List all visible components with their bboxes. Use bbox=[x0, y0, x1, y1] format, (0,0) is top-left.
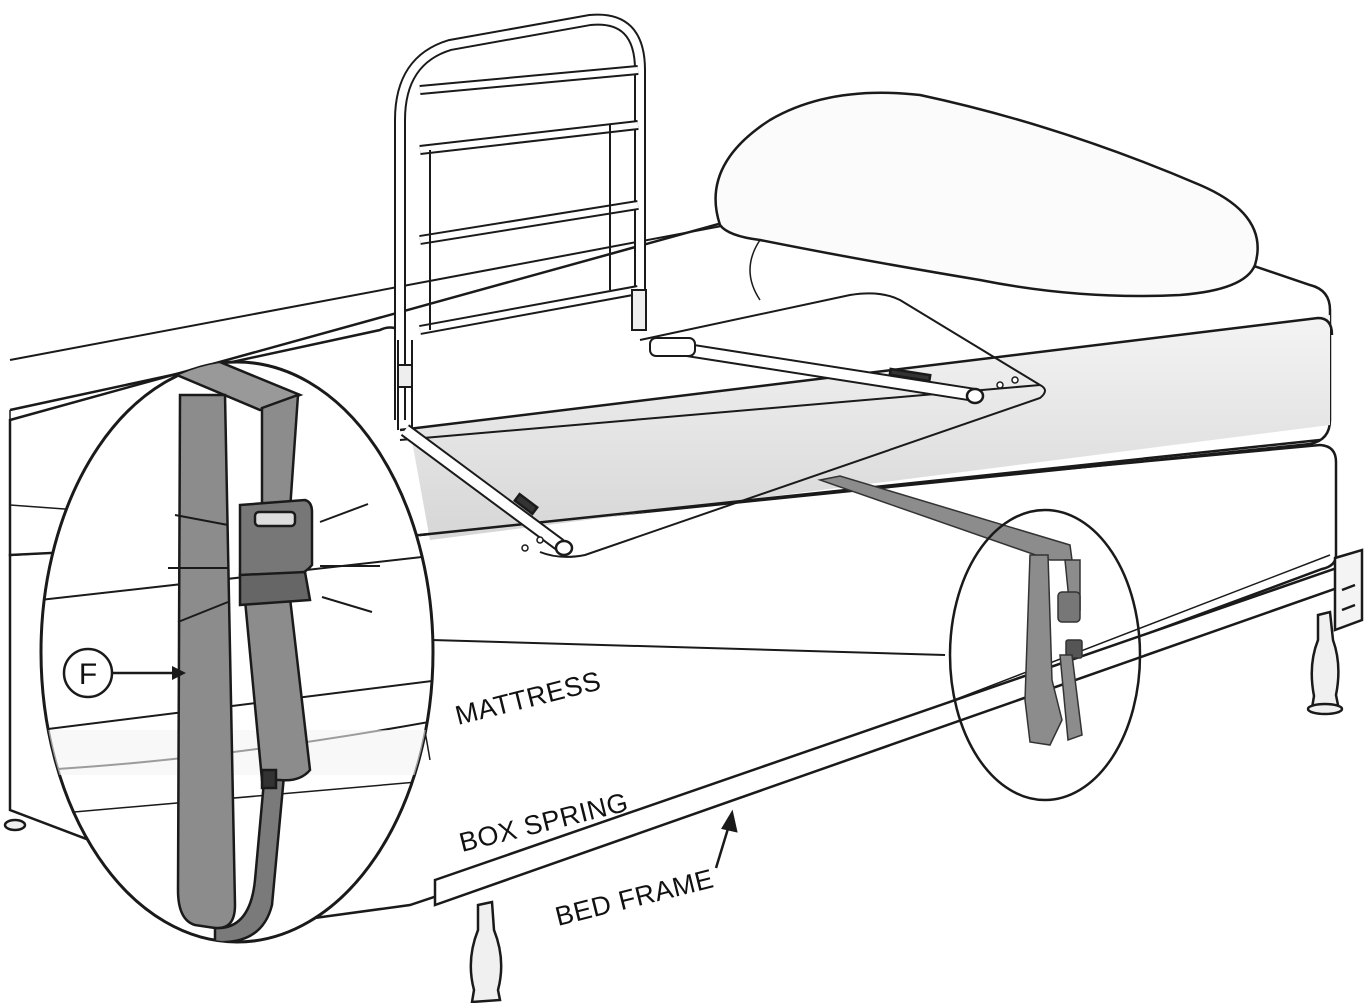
bed-frame-arrow bbox=[714, 809, 738, 869]
strap-small bbox=[817, 475, 1083, 746]
buckle-large bbox=[238, 498, 314, 790]
buckle-small bbox=[1057, 591, 1081, 623]
bed-leg-right bbox=[1306, 610, 1344, 716]
rail-leg-front bbox=[400, 424, 574, 557]
callout-f: F bbox=[62, 647, 186, 699]
callout-f-letter: F bbox=[79, 658, 97, 691]
click-indicator-lines bbox=[168, 503, 380, 623]
bed-rail bbox=[394, 13, 1019, 557]
bed-leg-front bbox=[469, 900, 503, 1003]
bed-frame bbox=[3, 548, 1364, 1003]
strap-large bbox=[160, 362, 314, 942]
label-bed-frame: BED FRAME bbox=[552, 864, 716, 932]
detail-leader-line bbox=[431, 639, 946, 656]
bed-leg-left bbox=[3, 818, 27, 832]
rail-crossbars bbox=[419, 65, 639, 335]
detail-circle-zoom bbox=[39, 360, 435, 944]
detail-circle-small bbox=[948, 508, 1142, 802]
rail-base-board bbox=[399, 292, 1046, 558]
rail-leg-back bbox=[649, 337, 985, 405]
pillow bbox=[714, 91, 1259, 301]
